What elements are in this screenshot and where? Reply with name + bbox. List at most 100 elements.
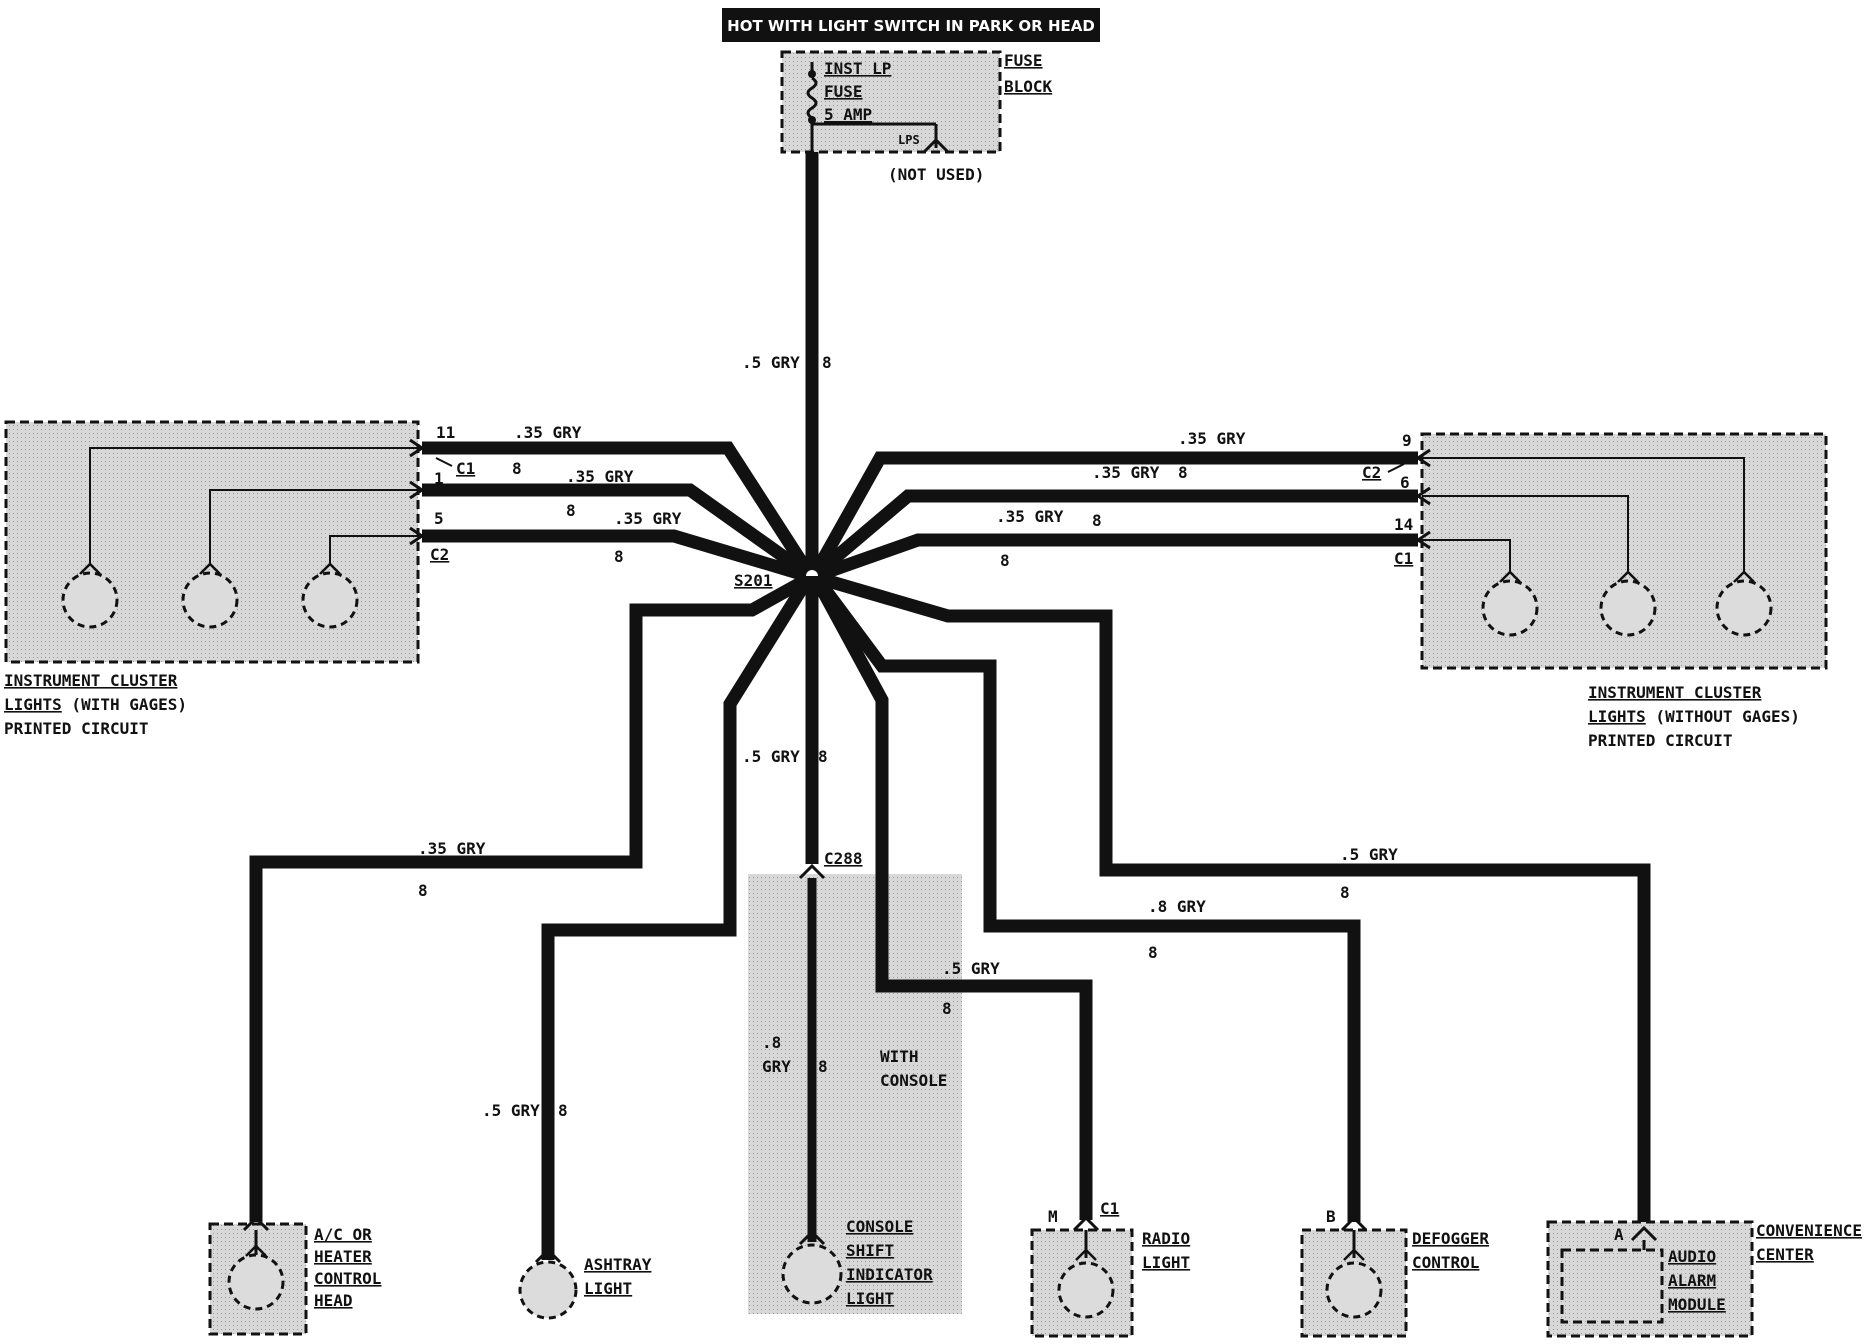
fuse-block-outline <box>780 50 1002 154</box>
radio-wire-circuit: 8 <box>942 999 952 1018</box>
radio-bulb <box>1057 1261 1115 1319</box>
ashtray-label-1: ASHTRAY <box>584 1255 652 1274</box>
left-wire-3-gauge: .35 GRY <box>614 509 682 528</box>
banner-text: HOT WITH LIGHT SWITCH IN PARK OR HEAD <box>727 17 1095 35</box>
left-cluster-label-3: PRINTED CIRCUIT <box>4 719 149 738</box>
console-upper-circuit: 8 <box>818 747 828 766</box>
convenience-pin: A <box>1614 1225 1624 1244</box>
branch-convenience: .5 GRY 8 A AUDIO ALARM MODULE CONVENIENC… <box>816 571 1862 1338</box>
left-wire-1-gauge: .35 GRY <box>514 423 582 442</box>
console-upper-gauge: .5 GRY <box>742 747 800 766</box>
convenience-center-box <box>1546 1220 1754 1338</box>
console-connector-label: C288 <box>824 849 863 868</box>
console-lower-circuit: 8 <box>818 1057 828 1076</box>
console-label-1: CONSOLE <box>846 1217 913 1236</box>
hvac-label-2: HEATER <box>314 1247 372 1266</box>
radio-label-1: RADIO <box>1142 1229 1190 1248</box>
console-option-shading <box>748 874 962 1314</box>
left-pin-1: 1 <box>434 469 444 488</box>
ashtray-wire-circuit: 8 <box>558 1101 568 1120</box>
right-cluster-label-2b: (WITHOUT GAGES) <box>1646 707 1800 726</box>
header-banner: HOT WITH LIGHT SWITCH IN PARK OR HEAD <box>722 8 1100 42</box>
left-wire-2-circuit: 8 <box>566 501 576 520</box>
left-wire-3-circuit: 8 <box>614 547 624 566</box>
fuse-symbol <box>806 62 950 154</box>
module-label-2: ALARM <box>1668 1271 1716 1290</box>
hvac-label-1: A/C OR <box>314 1225 372 1244</box>
console-lower-gauge-2: GRY <box>762 1057 791 1076</box>
module-label-3: MODULE <box>1668 1295 1726 1314</box>
left-cluster-wires: .35 GRY 8 .35 GRY 8 .35 GRY 8 <box>422 423 814 583</box>
fuse-label-3: 5 AMP <box>824 105 872 124</box>
right-bulb-1 <box>1481 570 1539 637</box>
right-wire-3-circuit: 8 <box>1092 511 1102 530</box>
left-cluster-label-2: LIGHTS (WITH GAGES) <box>4 695 187 714</box>
console-label-4: LIGHT <box>846 1289 894 1308</box>
branch-hvac: .35 GRY 8 A/C OR HEATER CONTROL HEAD <box>208 574 810 1336</box>
hvac-wire-gauge: .35 GRY <box>418 839 486 858</box>
right-pin-9: 9 <box>1402 431 1412 450</box>
radio-wire-gauge: .5 GRY <box>942 959 1000 978</box>
right-pin-6: 6 <box>1400 473 1410 492</box>
main-wire-circuit: 8 <box>822 353 832 372</box>
right-cluster-wires: .35 GRY .35 GRY 8 .35 GRY 8 8 <box>810 429 1418 583</box>
left-cluster-label-2b: (WITH GAGES) <box>62 695 187 714</box>
right-wire-1-gauge: .35 GRY <box>1178 429 1246 448</box>
branch-defogger: .8 GRY 8 B DEFOGGER CONTROL <box>812 576 1489 1338</box>
left-cluster: 11 1 5 C1 C2 INSTRUMENT CLUSTER LIGHTS (… <box>4 420 475 738</box>
left-wire-1-circuit: 8 <box>512 459 522 478</box>
defogger-label-1: DEFOGGER <box>1412 1229 1489 1248</box>
hvac-wire-circuit: 8 <box>418 881 428 900</box>
right-wire-2-gauge: .35 GRY <box>1092 463 1160 482</box>
right-bulb-3 <box>1715 570 1773 637</box>
convenience-wire-gauge: .5 GRY <box>1340 845 1398 864</box>
convenience-wire-circuit: 8 <box>1340 883 1350 902</box>
left-wire-2-gauge: .35 GRY <box>566 467 634 486</box>
radio-pin: M <box>1048 1207 1058 1226</box>
radio-label-2: LIGHT <box>1142 1253 1190 1272</box>
fuse-block: INST LP FUSE 5 AMP LPS (NOT USED) FUSE B… <box>780 50 1053 184</box>
left-connector-c2: C2 <box>430 545 449 564</box>
left-bulb-3 <box>301 562 359 629</box>
right-cluster-label-2a: LIGHTS <box>1588 707 1646 726</box>
console-bulb <box>781 1243 843 1305</box>
hvac-label-4: HEAD <box>314 1291 353 1310</box>
left-pin-5: 5 <box>434 509 444 528</box>
left-cluster-label-2a: LIGHTS <box>4 695 62 714</box>
audio-alarm-module-box <box>1560 1248 1664 1324</box>
with-console-2: CONSOLE <box>880 1071 947 1090</box>
right-connector-c1: C1 <box>1394 549 1413 568</box>
right-wire-3-gauge: .35 GRY <box>996 507 1064 526</box>
right-cluster: 9 6 14 C2 C1 INSTRUMENT CLUSTER LIGHTS (… <box>1362 431 1828 750</box>
left-pin-11: 11 <box>436 423 455 442</box>
with-console-1: WITH <box>880 1047 919 1066</box>
module-label-1: AUDIO <box>1668 1247 1716 1266</box>
right-cluster-label-1: INSTRUMENT CLUSTER <box>1588 683 1762 702</box>
right-wire-1-circuit: 8 <box>1000 551 1010 570</box>
fuse-block-title-1: FUSE <box>1004 51 1043 70</box>
right-bulb-2 <box>1599 570 1657 637</box>
left-bulb-1 <box>61 562 119 629</box>
right-cluster-label-2: LIGHTS (WITHOUT GAGES) <box>1588 707 1800 726</box>
radio-connector: C1 <box>1100 1199 1119 1218</box>
left-cluster-label-1: INSTRUMENT CLUSTER <box>4 671 178 690</box>
convenience-label-2: CENTER <box>1756 1245 1814 1264</box>
main-wire-gauge: .5 GRY <box>742 353 800 372</box>
ashtray-label-2: LIGHT <box>584 1279 632 1298</box>
lps-label: LPS <box>898 133 920 147</box>
fuse-label-1: INST LP <box>824 59 891 78</box>
defogger-wire-gauge: .8 GRY <box>1148 897 1206 916</box>
right-cluster-label-3: PRINTED CIRCUIT <box>1588 731 1733 750</box>
fuse-label-2: FUSE <box>824 82 863 101</box>
defogger-label-2: CONTROL <box>1412 1253 1479 1272</box>
left-bulb-2 <box>181 562 239 629</box>
hvac-bulb <box>227 1253 285 1311</box>
branch-console: .5 GRY 8 C288 .8 GRY 8 WITH CONSOLE CONS… <box>742 576 962 1314</box>
branch-radio: .5 GRY 8 M C1 RADIO LIGHT <box>812 578 1190 1338</box>
ashtray-bulb <box>518 1260 578 1320</box>
hvac-label-3: CONTROL <box>314 1269 381 1288</box>
defogger-pin: B <box>1326 1207 1336 1226</box>
defogger-bulb <box>1325 1261 1383 1319</box>
branch-ashtray: .5 GRY 8 ASHTRAY LIGHT <box>482 578 812 1320</box>
